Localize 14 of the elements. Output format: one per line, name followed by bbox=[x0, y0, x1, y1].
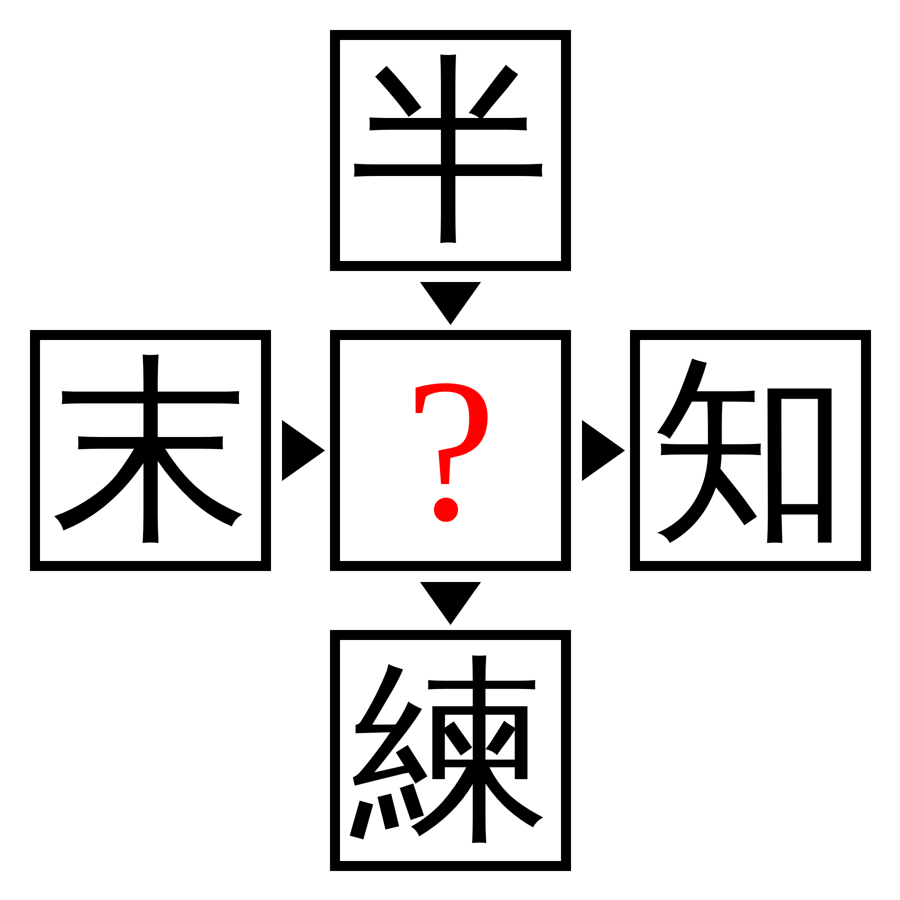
question-mark: ? bbox=[405, 348, 496, 553]
kanji-character: 練 bbox=[350, 650, 550, 850]
arrow bbox=[582, 420, 625, 481]
character-box bbox=[330, 330, 571, 571]
character-box bbox=[330, 630, 571, 871]
arrow bbox=[420, 282, 481, 325]
character-box bbox=[330, 30, 571, 271]
kanji-character: 知 bbox=[650, 350, 850, 550]
kanji-character: 末 bbox=[50, 350, 250, 550]
character-box bbox=[30, 330, 271, 571]
arrow bbox=[282, 420, 325, 481]
arrow bbox=[420, 582, 481, 625]
character-box bbox=[630, 330, 871, 571]
kanji-character: 半 bbox=[350, 50, 550, 250]
